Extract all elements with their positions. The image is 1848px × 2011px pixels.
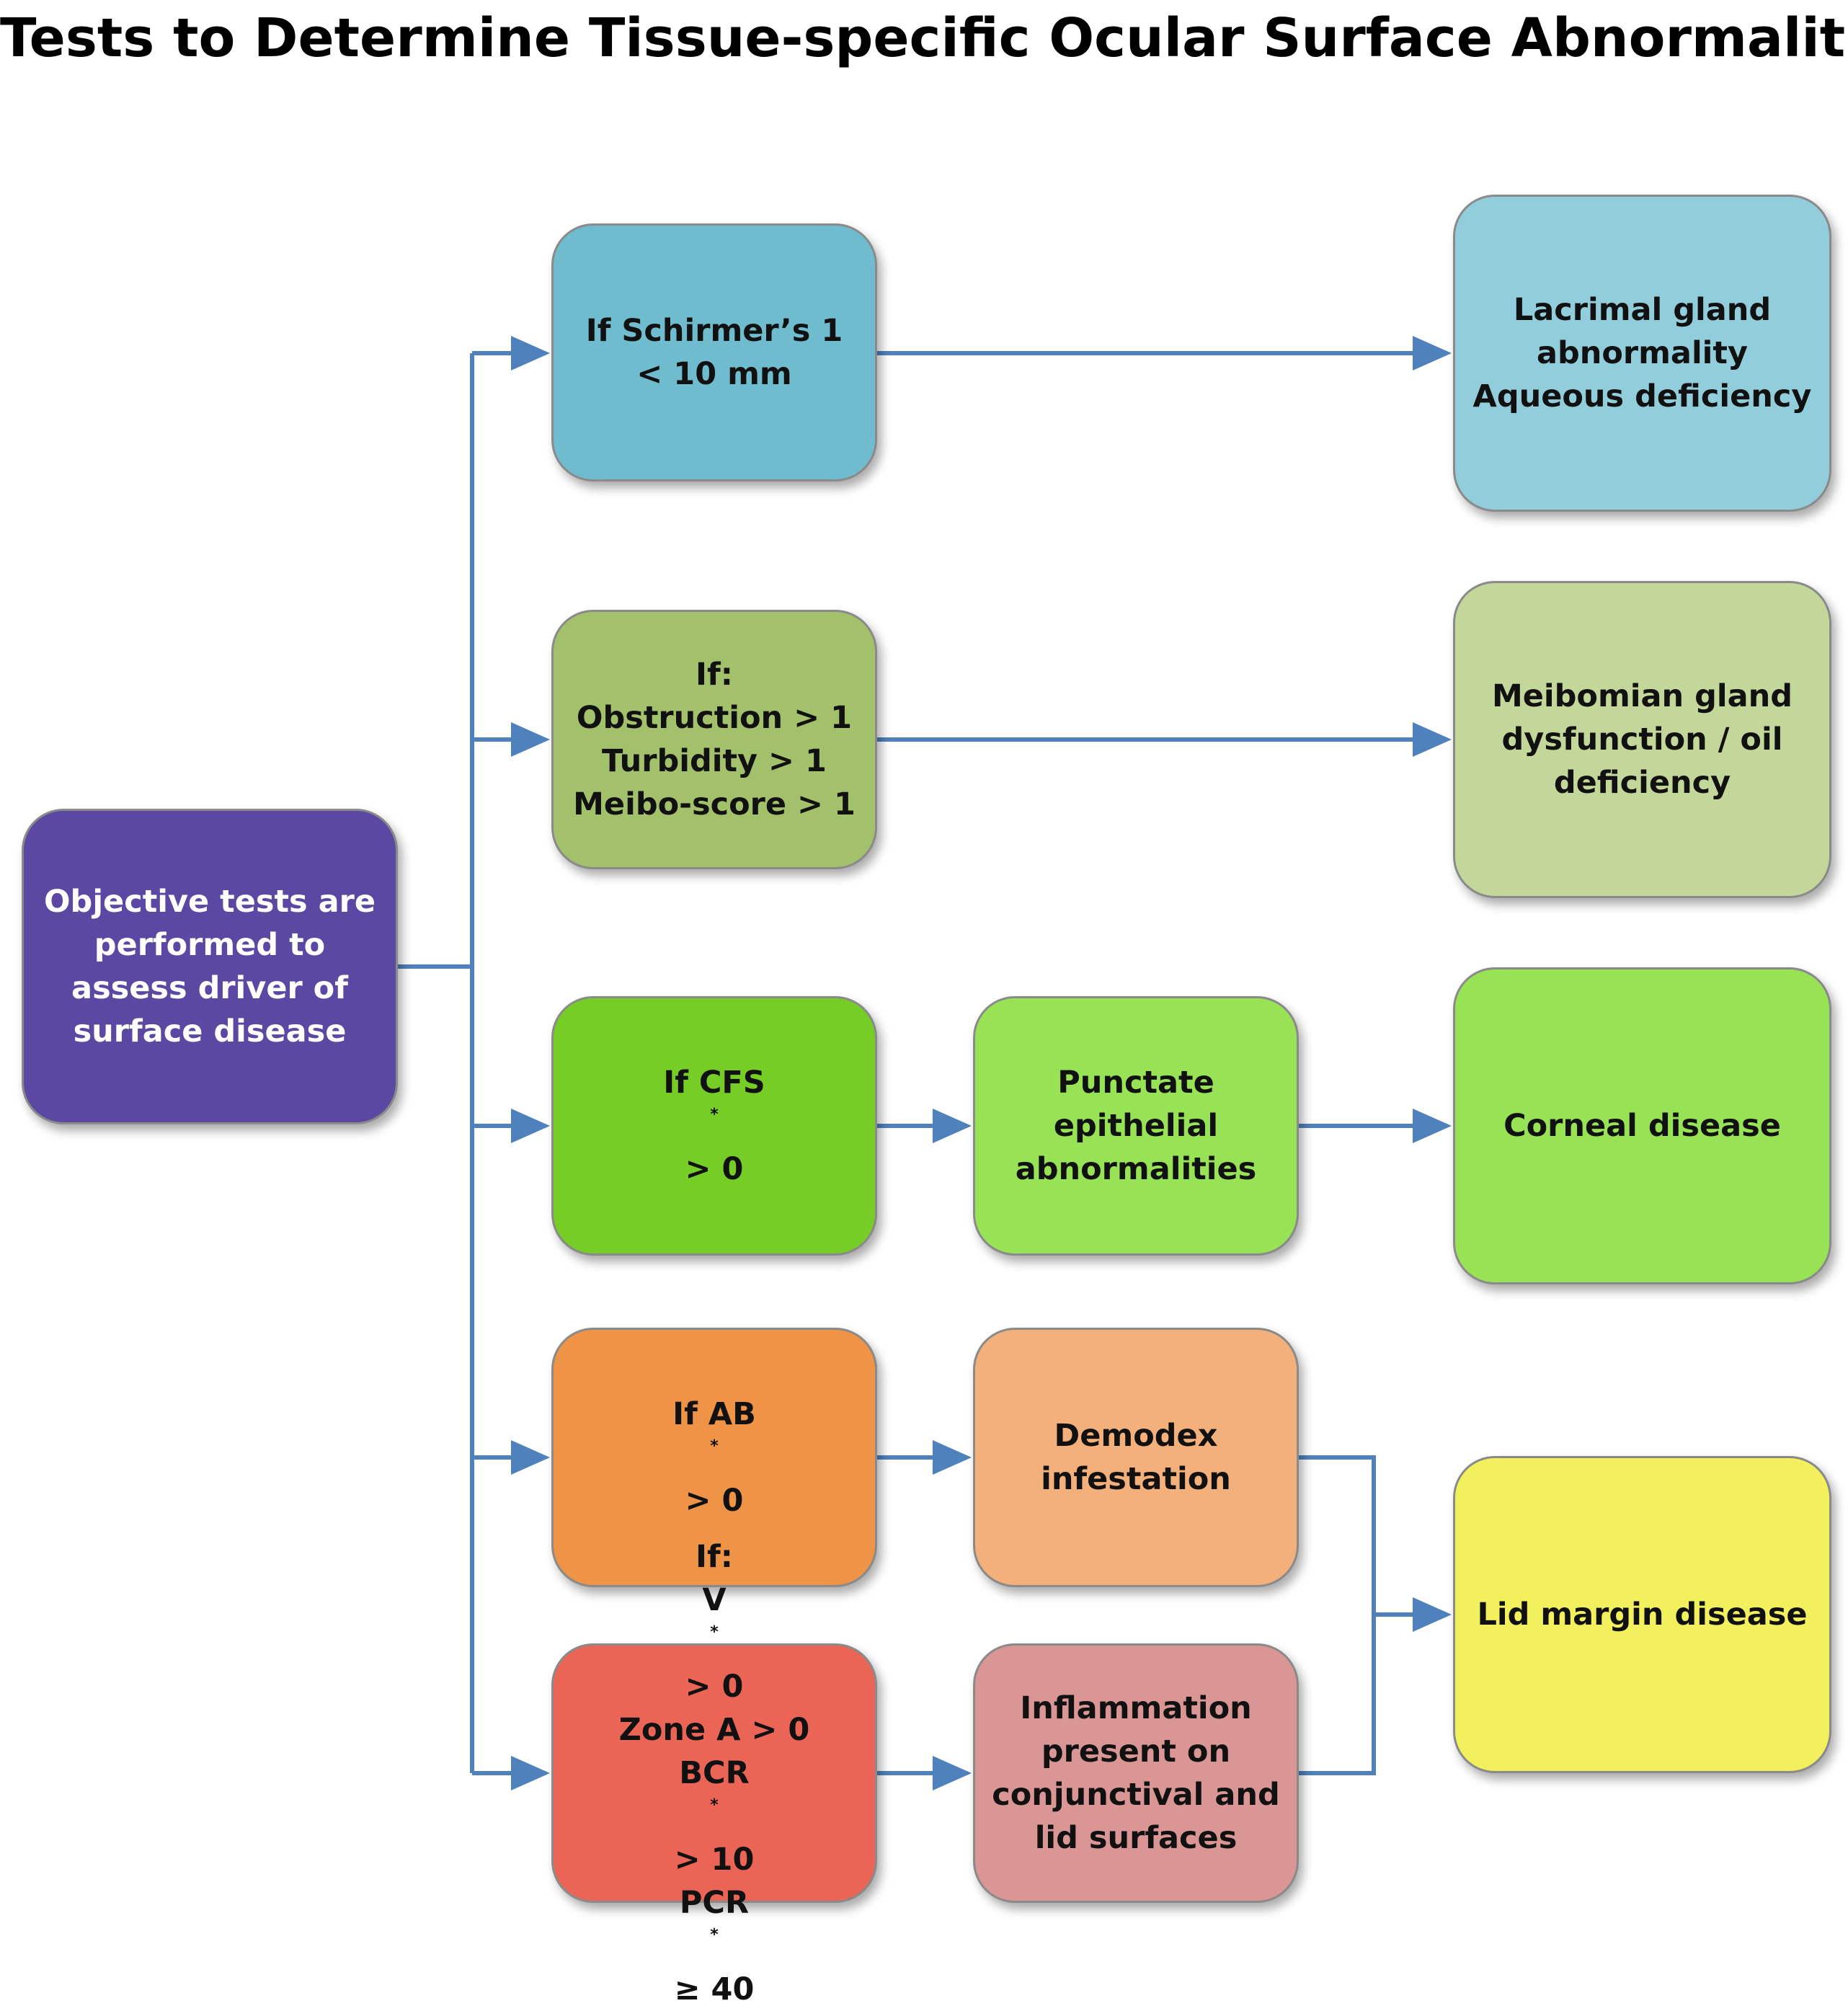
- start-line-2: performed to: [94, 927, 326, 963]
- meibo-result-line-1: Meibomian gland: [1491, 678, 1793, 714]
- cfs-suffix: > 0: [685, 1151, 744, 1187]
- corneal-line-1: Corneal disease: [1503, 1108, 1781, 1144]
- ab-line: If AB * > 0: [672, 1393, 756, 1522]
- cfs-test-box: If CFS * > 0: [551, 996, 877, 1256]
- ab-suffix: > 0: [685, 1483, 744, 1519]
- corneal-disease-box: Corneal disease: [1453, 967, 1831, 1284]
- connector-lid-merge: [1299, 1455, 1376, 1775]
- cfs-asterisk: *: [710, 1105, 719, 1124]
- schirmer-line-2: < 10 mm: [636, 356, 792, 392]
- meibo-test-line-1: If:: [696, 657, 733, 693]
- lacrimal-gland-result-box: Lacrimal gland abnormality Aqueous defic…: [1453, 195, 1831, 512]
- start-line-3: assess driver of: [71, 970, 348, 1006]
- meibomian-result-box: Meibomian gland dysfunction / oil defici…: [1453, 581, 1831, 898]
- punctate-line-1: Punctate: [1057, 1065, 1214, 1101]
- meibo-result-line-3: deficiency: [1553, 765, 1731, 801]
- meibo-result-line-2: dysfunction / oil: [1501, 722, 1783, 758]
- v-test-line-2: V* > 0: [685, 1582, 744, 1705]
- lacrimal-line-3: Aqueous deficiency: [1472, 378, 1812, 414]
- page-title: Tests to Determine Tissue-specific Ocula…: [0, 7, 1848, 69]
- inflammation-line-3: conjunctival and: [992, 1777, 1280, 1813]
- start-box-objective-tests: Objective tests are performed to assess …: [22, 809, 398, 1124]
- v-test-line-3: Zone A > 0: [618, 1712, 810, 1748]
- start-line-4: surface disease: [73, 1013, 347, 1049]
- demodex-infestation-box: Demodex infestation: [973, 1328, 1299, 1587]
- v-zone-bcr-pcr-test-box: If: V* > 0 Zone A > 0 BCR* > 10 PCR* ≥ 4…: [551, 1539, 877, 2007]
- ab-prefix: If AB: [672, 1396, 756, 1432]
- demodex-line-1: Demodex: [1054, 1418, 1218, 1454]
- lid-line-1: Lid margin disease: [1477, 1597, 1808, 1633]
- inflammation-line-4: lid surfaces: [1034, 1820, 1238, 1856]
- demodex-line-2: infestation: [1041, 1461, 1231, 1497]
- schirmer-test-box: If Schirmer’s 1 < 10 mm: [551, 223, 877, 481]
- v-test-line-4: BCR* > 10: [674, 1755, 755, 1878]
- start-box-text: Objective tests are performed to assess …: [44, 880, 376, 1053]
- cfs-prefix: If CFS: [663, 1065, 765, 1101]
- punctate-line-3: abnormalities: [1015, 1151, 1257, 1187]
- lid-margin-disease-box: Lid margin disease: [1453, 1456, 1831, 1773]
- lacrimal-line-2: abnormality: [1536, 335, 1749, 371]
- v-test-line-5: PCR* ≥ 40: [674, 1885, 755, 2007]
- start-line-1: Objective tests are: [43, 884, 376, 920]
- meibomian-test-box: If: Obstruction > 1 Turbidity > 1 Meibo-…: [551, 610, 877, 869]
- ab-asterisk: *: [710, 1437, 719, 1455]
- connector-lines: [398, 336, 1452, 1790]
- cfs-line: If CFS * > 0: [663, 1061, 765, 1191]
- v-test-line-1: If:: [696, 1539, 733, 1575]
- punctate-epithelial-box: Punctate epithelial abnormalities: [973, 996, 1299, 1256]
- ab-test-box: If AB * > 0: [551, 1328, 877, 1587]
- meibo-test-line-4: Meibo-score > 1: [573, 786, 856, 822]
- lacrimal-line-1: Lacrimal gland: [1513, 292, 1772, 328]
- meibo-test-line-2: Obstruction > 1: [576, 700, 853, 736]
- inflammation-box: Inflammation present on conjunctival and…: [973, 1643, 1299, 1903]
- meibo-test-line-3: Turbidity > 1: [602, 743, 827, 779]
- punctate-line-2: epithelial: [1053, 1108, 1219, 1144]
- schirmer-line-1: If Schirmer’s 1: [585, 313, 843, 349]
- inflammation-line-1: Inflammation: [1020, 1690, 1252, 1726]
- inflammation-line-2: present on: [1041, 1733, 1231, 1770]
